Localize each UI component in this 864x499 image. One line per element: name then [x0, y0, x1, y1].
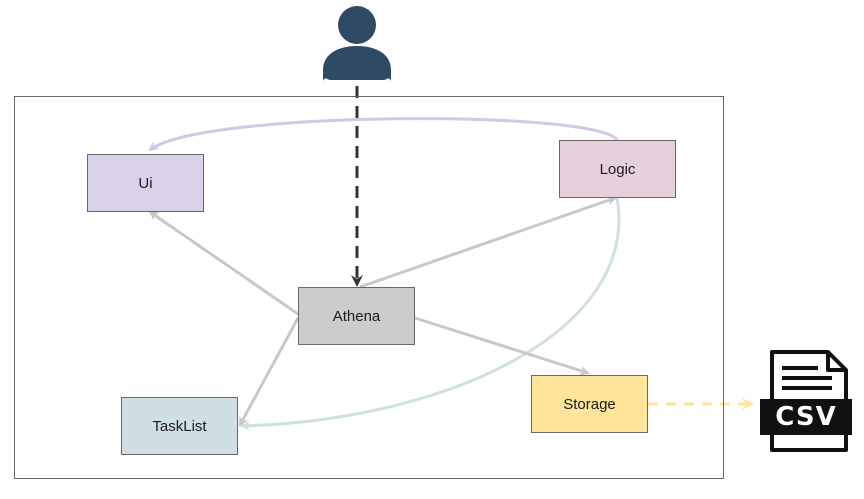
component-ui-label: Ui: [138, 174, 153, 192]
csv-label: CSV: [775, 402, 837, 432]
edge-athena-to-storage: [414, 316, 590, 376]
edge-athena-to-ui: [148, 210, 299, 316]
component-logic-label: Logic: [599, 160, 636, 178]
user-silhouette-icon: [323, 6, 391, 82]
component-storage[interactable]: Storage: [531, 375, 648, 433]
edge-logic-to-ui: [148, 117, 619, 152]
component-storage-label: Storage: [563, 395, 616, 413]
edge-logic-to-tasklist: [240, 197, 621, 431]
edge-athena-to-tasklist: [238, 317, 300, 427]
component-athena-label: Athena: [332, 307, 381, 325]
system-boundary: [14, 96, 724, 479]
component-logic[interactable]: Logic: [559, 140, 676, 198]
edge-athena-to-logic: [359, 195, 617, 289]
csv-file-icon: [760, 350, 852, 452]
component-athena[interactable]: Athena: [298, 287, 415, 345]
component-tasklist-label: TaskList: [152, 417, 207, 435]
component-tasklist[interactable]: TaskList: [121, 397, 238, 455]
component-ui[interactable]: Ui: [87, 154, 204, 212]
